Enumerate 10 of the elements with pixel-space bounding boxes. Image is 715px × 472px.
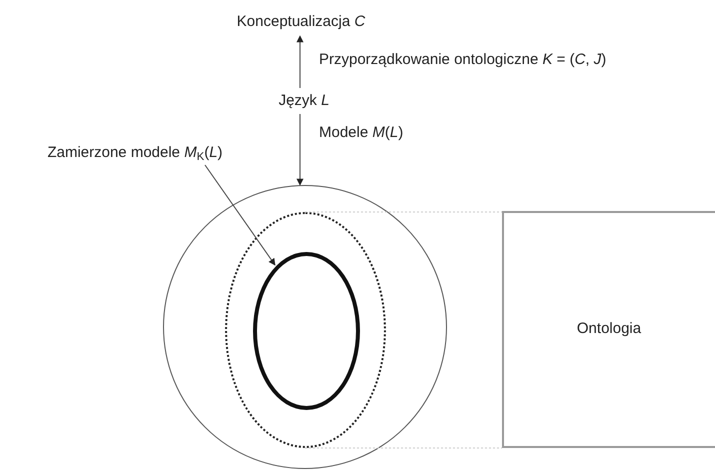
text-label: Zamierzone modele M$_{K}$(L) xyxy=(30,142,240,164)
leader-arrow xyxy=(204,164,276,266)
text-label: Konceptualizacja C xyxy=(218,11,384,33)
ontology-box xyxy=(502,211,715,448)
box-label: Ontologia xyxy=(576,319,642,340)
text-label: Język L xyxy=(268,90,340,112)
dotted-ellipse xyxy=(225,212,386,448)
arrow xyxy=(296,114,304,186)
thick-ellipse xyxy=(253,252,360,410)
arrow xyxy=(296,35,304,88)
